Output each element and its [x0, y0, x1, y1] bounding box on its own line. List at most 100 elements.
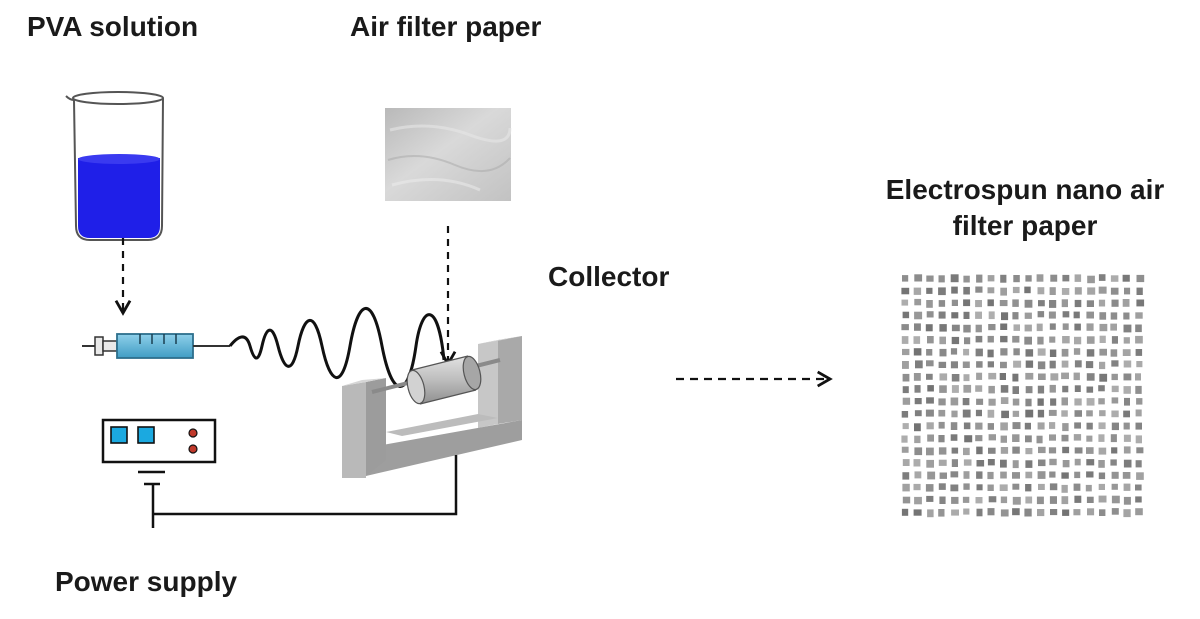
mesh-cell [1123, 324, 1132, 333]
mesh-cell [1049, 360, 1056, 369]
mesh-cell [987, 275, 995, 282]
mesh-cell [951, 509, 959, 516]
mesh-cell [951, 496, 959, 504]
mesh-cell [1048, 447, 1057, 454]
mesh-cell [1086, 398, 1095, 406]
mesh-cell [913, 483, 921, 491]
mesh-cell [1000, 335, 1008, 343]
mesh-cell [939, 373, 948, 381]
mesh-cell [1012, 496, 1021, 505]
mesh-cell [938, 409, 946, 417]
mesh-cell [927, 471, 936, 480]
mesh-cell [951, 459, 958, 467]
mesh-cell [1061, 360, 1069, 368]
mesh-cell [950, 422, 958, 430]
mesh-cell [1111, 299, 1119, 307]
mesh-cell [1135, 335, 1143, 344]
mesh-cell [1136, 472, 1144, 480]
mesh-cell [976, 372, 983, 380]
label-power-supply: Power supply [55, 566, 238, 597]
mesh-cell [1122, 349, 1131, 356]
mesh-cell [1062, 446, 1070, 454]
mesh-cell [1049, 483, 1058, 491]
mesh-cell [1099, 373, 1108, 382]
mesh-cell [925, 324, 933, 332]
mesh-cell [1024, 286, 1031, 294]
mesh-cell [1025, 471, 1033, 479]
mesh-cell [1110, 434, 1117, 443]
mesh-cell [1135, 324, 1142, 333]
mesh-cell [1086, 373, 1095, 381]
mesh-cell [1074, 447, 1083, 454]
mesh-cell [1111, 447, 1118, 454]
mesh-cell [938, 300, 946, 307]
mesh-cell [927, 385, 934, 392]
mesh-cell [1062, 460, 1070, 468]
mesh-cell [1037, 471, 1046, 479]
mesh-cell [1037, 348, 1046, 356]
mesh-cell [1013, 275, 1020, 283]
mesh-cell [1111, 422, 1119, 431]
mesh-cell [1038, 373, 1046, 380]
mesh-cell [951, 299, 958, 306]
mesh-cell [1098, 274, 1106, 281]
mesh-cell [901, 299, 909, 306]
mesh-cell [926, 373, 933, 380]
mesh-cell [927, 509, 934, 518]
mesh-cell [999, 300, 1008, 307]
mesh-cell [926, 397, 934, 404]
mesh-cell [1000, 287, 1007, 296]
mesh-cell [938, 421, 945, 429]
mesh-cell [1037, 361, 1046, 370]
mesh-cell [1049, 496, 1057, 504]
mesh-cell [1086, 471, 1094, 478]
mesh-cell [1098, 286, 1107, 294]
mesh-cell [938, 361, 947, 368]
mesh-cell [1111, 508, 1119, 515]
mesh-cell [962, 409, 971, 418]
mesh-cell [1123, 496, 1131, 505]
mesh-cell [1061, 348, 1069, 357]
mesh-cell [1038, 446, 1046, 454]
mesh-cell [1012, 299, 1019, 307]
mesh-cell [1001, 410, 1009, 419]
mesh-cell [939, 348, 947, 357]
mesh-cell [1135, 496, 1142, 503]
mesh-cell [1049, 434, 1056, 441]
mesh-cell [1062, 509, 1070, 516]
mesh-cell [1061, 434, 1069, 442]
mesh-cell [1087, 287, 1096, 295]
mesh-cell [1049, 323, 1056, 330]
mesh-cell [939, 472, 947, 479]
mesh-cell [1012, 460, 1019, 469]
mesh-cell [975, 300, 982, 308]
mesh-cell [926, 495, 934, 502]
mesh-cell [926, 275, 934, 282]
mesh-cell [1135, 508, 1143, 516]
mesh-cell [1061, 410, 1068, 417]
mesh-cell [1024, 422, 1031, 430]
mesh-cell [1086, 447, 1094, 454]
mesh-cell [1086, 336, 1095, 344]
mesh-cell [1110, 459, 1117, 466]
mesh-cell [1037, 311, 1045, 318]
mesh-cell [926, 300, 933, 308]
mesh-cell [1135, 435, 1142, 444]
mesh-cell [1050, 373, 1059, 381]
mesh-cell [1062, 423, 1069, 432]
mesh-cell [1037, 287, 1045, 295]
mesh-cell [1049, 458, 1057, 466]
mesh-cell [950, 471, 959, 478]
mesh-cell [915, 360, 923, 369]
mesh-cell [1135, 385, 1142, 394]
mesh-cell [925, 409, 934, 417]
mesh-cell [1099, 410, 1106, 417]
mesh-cell [1111, 385, 1119, 393]
mesh-cell [938, 398, 946, 406]
mesh-cell [1038, 300, 1045, 307]
mesh-cell [976, 471, 983, 479]
mesh-cell [950, 397, 959, 406]
mesh-cell [964, 337, 971, 345]
mesh-cell [901, 287, 910, 295]
